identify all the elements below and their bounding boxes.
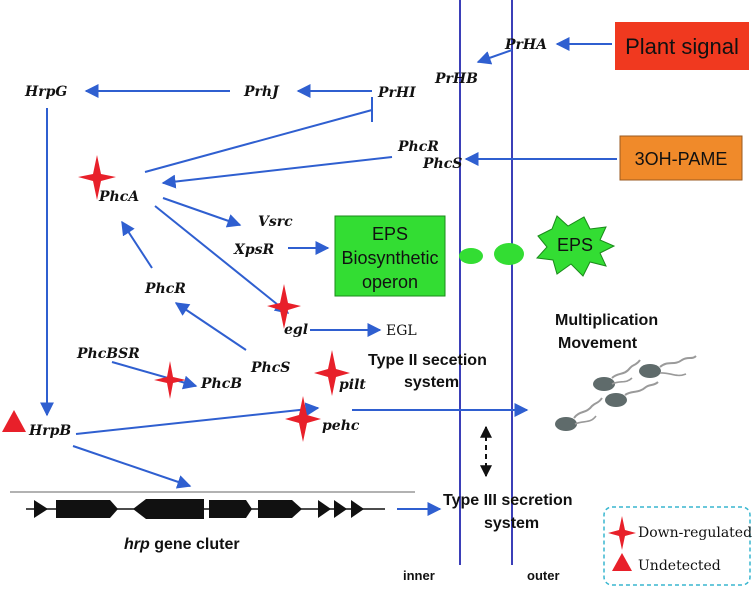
gene-hrpb: HrpB xyxy=(28,423,71,439)
arrow-prha-to-prhb xyxy=(476,49,513,65)
gene-phcr-mid: PhcR xyxy=(144,281,186,297)
arrow-phca-to-egl xyxy=(154,205,290,314)
star-pilt xyxy=(314,350,350,396)
eps-operon-line-3: operon xyxy=(362,272,418,292)
gene-prha: PrHA xyxy=(504,37,547,53)
type2-label-line-2: system xyxy=(404,374,459,391)
eps-vesicle-large xyxy=(494,243,524,265)
gene-phcs-top: PhcS xyxy=(422,156,462,172)
eps-operon-line-2: Biosynthetic xyxy=(341,248,438,268)
gene-arrow-2 xyxy=(56,500,118,518)
cell-membranes xyxy=(459,0,513,565)
multiplication-label: Multiplication xyxy=(555,312,658,329)
legend-box xyxy=(603,506,751,586)
down-regulated-markers xyxy=(78,155,350,442)
arrow-hrpb-to-hrp-cluster xyxy=(72,445,192,489)
gene-arrow-1 xyxy=(34,500,48,518)
bacterium-icon xyxy=(605,381,659,407)
gene-phca: PhcA xyxy=(98,189,139,205)
gene-arrow-4 xyxy=(209,500,252,518)
gene-pehc: pehc xyxy=(322,418,360,434)
oh-pame-box: 3OH-PAME xyxy=(619,135,743,181)
gene-phcbsr: PhcBSR xyxy=(76,346,140,362)
arrow-phcr-to-phca xyxy=(161,156,393,189)
gene-arrow-5 xyxy=(258,500,302,518)
gene-arrow-7 xyxy=(334,500,347,518)
gene-arrow-6 xyxy=(318,500,331,518)
movement-label: Movement xyxy=(558,335,638,352)
type2-label-line-1: Type II secetion xyxy=(368,352,487,369)
arrow-hrpb-to-pehc xyxy=(75,402,320,435)
hrp-cluster-label: hrp gene cluter xyxy=(124,536,240,553)
oh-pame-label: 3OH-PAME xyxy=(635,149,728,169)
gene-xpsr: XpsR xyxy=(233,242,274,258)
hrp-cluster-prefix: hrp xyxy=(124,536,150,553)
gene-vsrc: Vsrc xyxy=(258,214,293,230)
bacteria-cluster xyxy=(555,355,697,431)
star-phcb xyxy=(154,361,186,399)
undetected-marker-hrpb xyxy=(2,410,26,432)
regulatory-arrows xyxy=(40,37,617,516)
gene-phcb: PhcB xyxy=(200,376,242,392)
gene-pilt: pilt xyxy=(339,377,366,393)
legend: Down-regulated Undetected xyxy=(603,506,752,586)
type3-label-line-2: system xyxy=(484,515,539,532)
type3-label-line-1: Type III secretion xyxy=(443,492,573,509)
eps-burst: EPS xyxy=(535,215,616,277)
gene-egl: egl xyxy=(284,322,308,338)
star-pehc xyxy=(285,396,321,442)
star-phca xyxy=(78,155,116,200)
eps-operon-box: EPS Biosynthetic operon xyxy=(334,215,446,297)
star-egl xyxy=(267,284,301,329)
egl-product-label: EGL xyxy=(386,323,417,339)
plant-signal-box: Plant signal xyxy=(615,22,749,70)
legend-undetected-label: Undetected xyxy=(638,558,721,574)
bacterium-icon xyxy=(593,359,641,391)
arrow-phcs-to-phcr xyxy=(174,302,247,351)
arrow-phcbsr-to-phcb xyxy=(111,361,198,390)
gene-phcs-low: PhcS xyxy=(250,360,290,376)
arrow-phca-to-vsrc xyxy=(162,197,242,228)
bacterium-icon xyxy=(639,355,697,378)
legend-triangle-icon xyxy=(612,553,632,571)
repression-prhi-phca xyxy=(144,109,373,173)
hrp-cluster-suffix: gene cluter xyxy=(150,536,240,553)
eps-burst-label: EPS xyxy=(557,235,593,255)
legend-down-regulated-label: Down-regulated xyxy=(638,525,752,541)
bacterium-icon xyxy=(555,397,603,431)
outer-membrane-label: outer xyxy=(527,568,560,583)
gene-prhj: PrhJ xyxy=(243,84,280,100)
gene-prhi: PrHI xyxy=(377,85,416,101)
gene-labels: PrHA PrHB PrHI PrhJ HrpG PhcR PhcS PhcA … xyxy=(24,37,547,439)
gene-phcr-top: PhcR xyxy=(397,139,439,155)
arrow-phcr-to-phca-mid xyxy=(121,220,153,269)
legend-star-icon xyxy=(608,516,636,550)
system-labels: Multiplication Movement Type II secetion… xyxy=(368,312,658,583)
plant-signal-label: Plant signal xyxy=(625,34,739,59)
inner-membrane-label: inner xyxy=(403,568,435,583)
eps-vesicle-small xyxy=(459,248,483,264)
eps-operon-line-1: EPS xyxy=(372,224,408,244)
gene-arrow-8 xyxy=(351,500,364,518)
gene-hrpg: HrpG xyxy=(24,84,67,100)
gene-prhb: PrHB xyxy=(434,71,478,87)
hrp-gene-cluster: hrp gene cluter xyxy=(10,491,415,553)
gene-arrow-3 xyxy=(133,499,204,519)
